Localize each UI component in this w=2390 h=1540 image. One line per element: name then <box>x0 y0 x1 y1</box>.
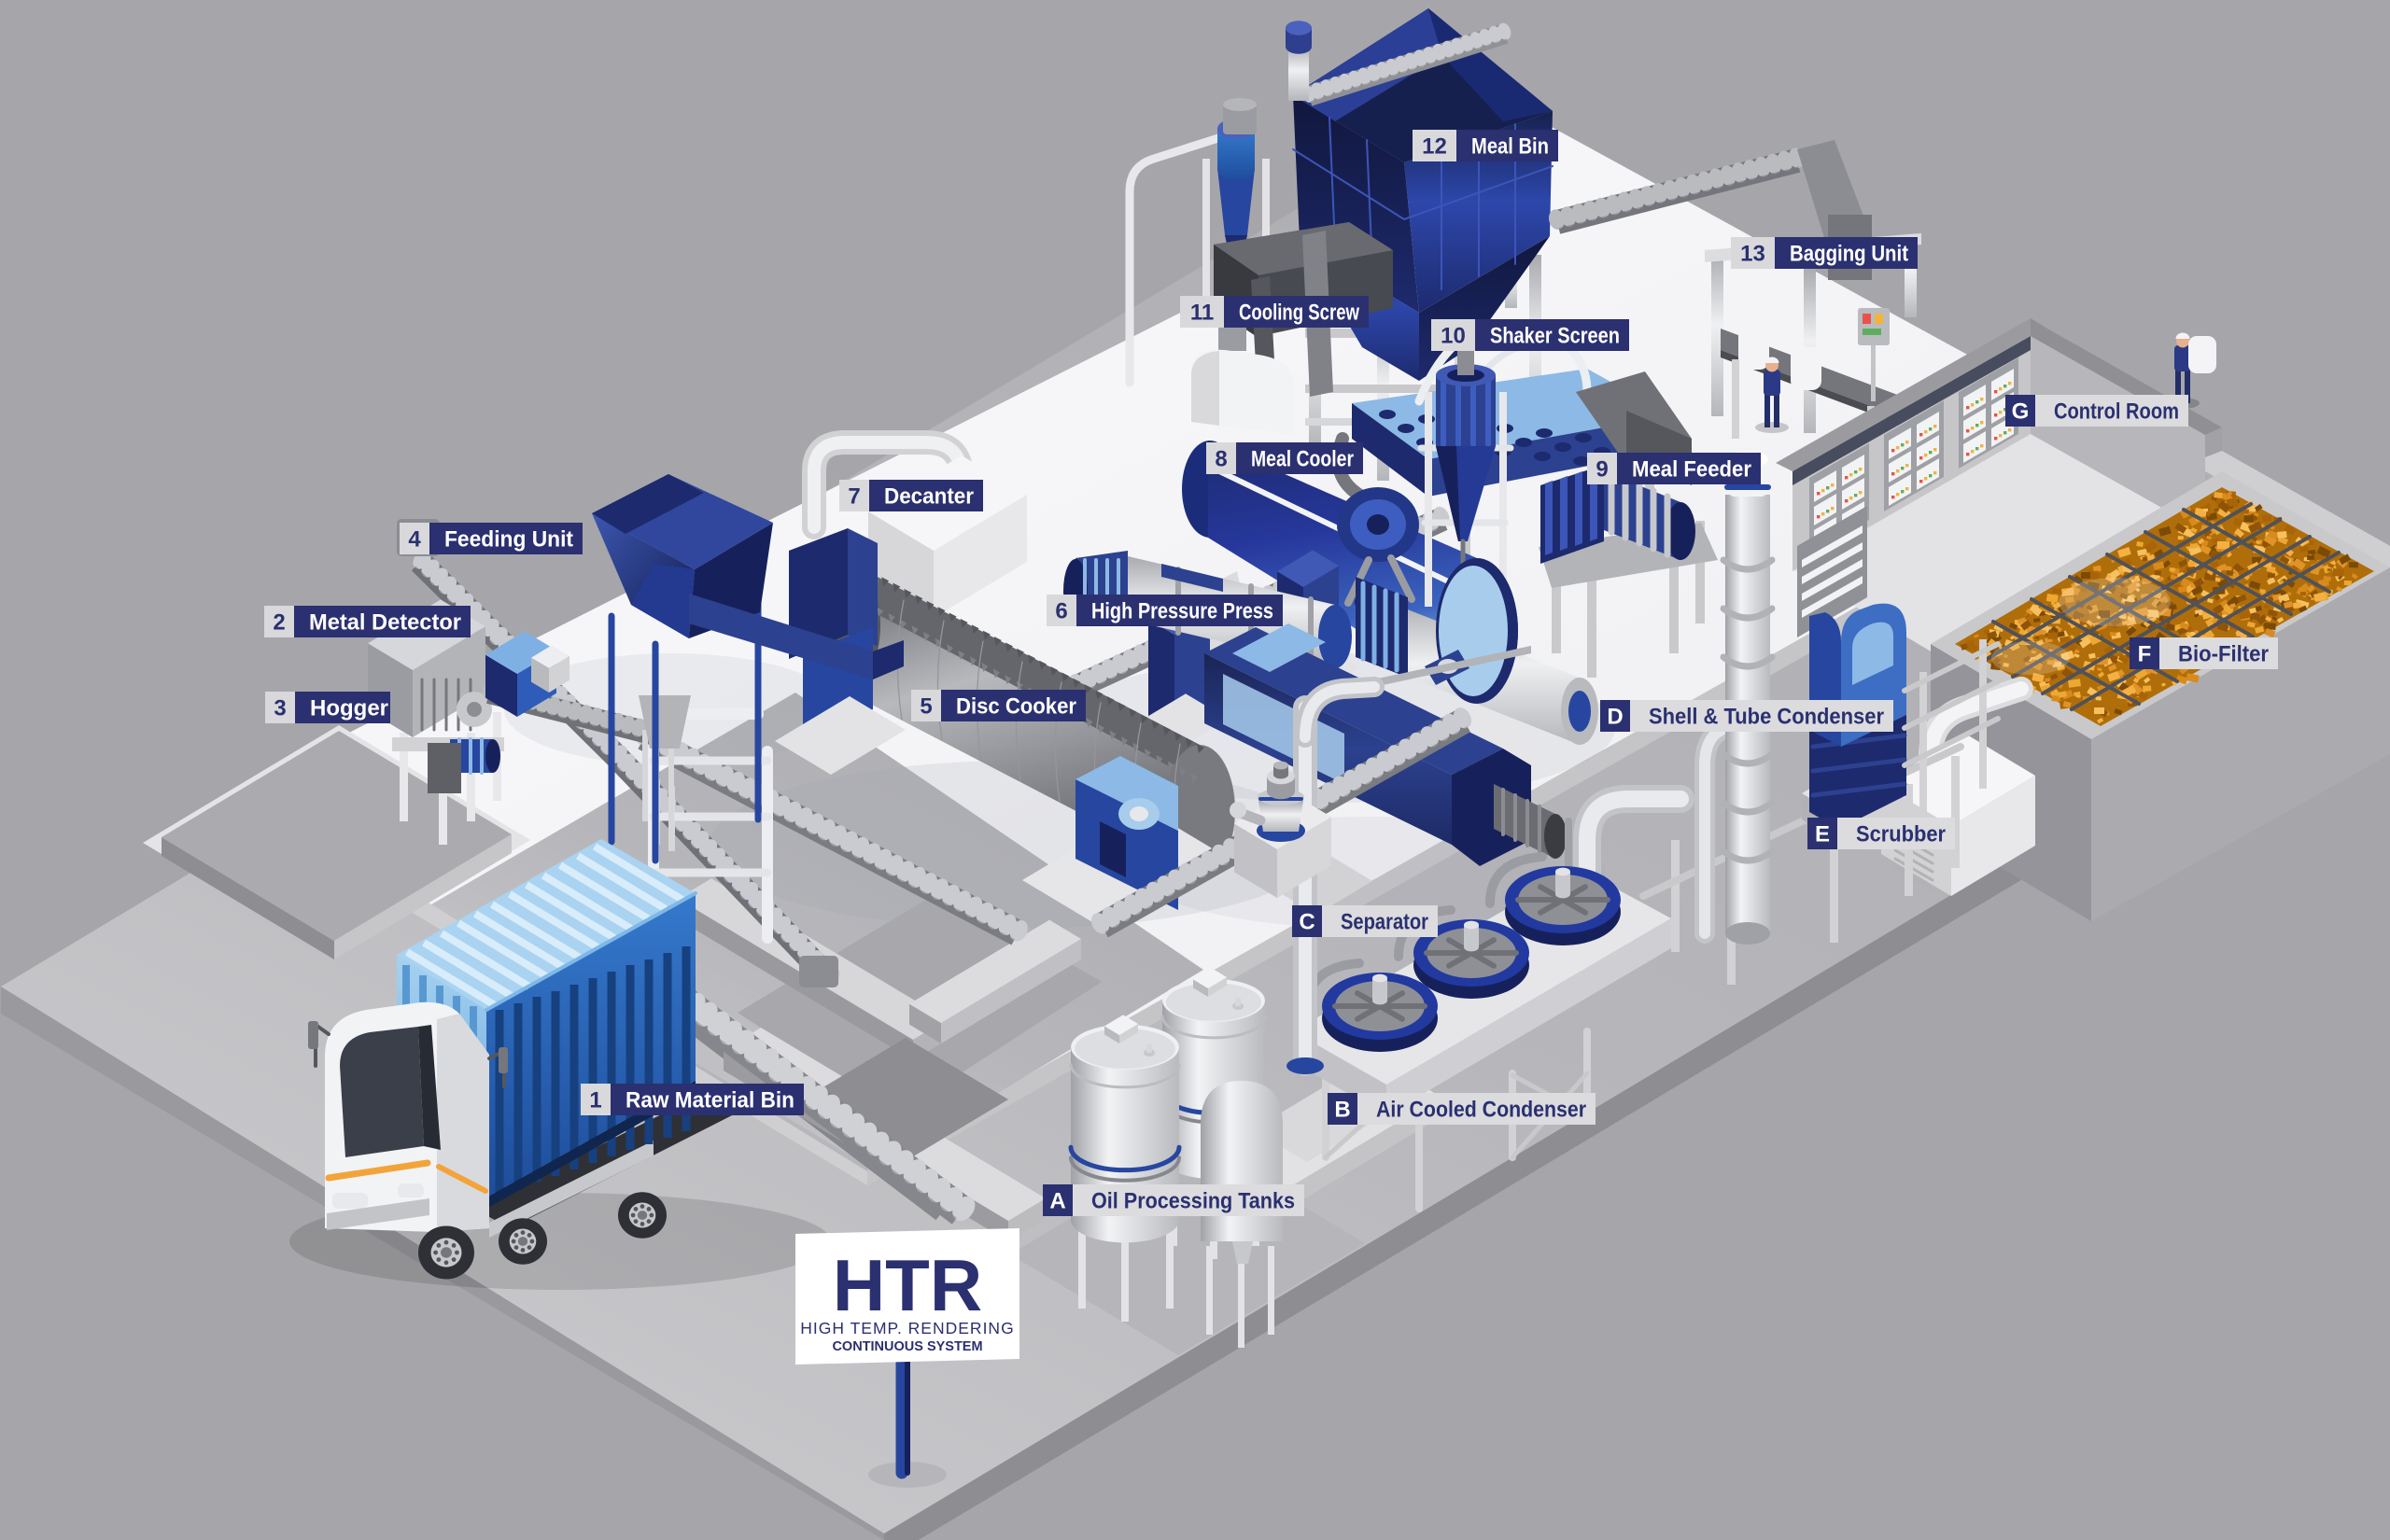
svg-text:Scrubber: Scrubber <box>1856 821 1946 847</box>
svg-text:4: 4 <box>408 526 421 552</box>
svg-text:Separator: Separator <box>1341 909 1428 934</box>
svg-text:Bio-Filter: Bio-Filter <box>2178 641 2269 666</box>
svg-text:E: E <box>1815 821 1830 847</box>
svg-text:Meal Feeder: Meal Feeder <box>1632 456 1751 482</box>
svg-text:Shell & Tube Condenser: Shell & Tube Condenser <box>1649 704 1884 729</box>
svg-text:B: B <box>1334 1097 1350 1122</box>
svg-text:HTR: HTR <box>833 1244 982 1326</box>
svg-text:Oil Processing Tanks: Oil Processing Tanks <box>1091 1188 1295 1213</box>
svg-text:Shaker Screen: Shaker Screen <box>1490 323 1620 348</box>
svg-text:G: G <box>2012 399 2030 424</box>
svg-text:3: 3 <box>274 695 286 721</box>
svg-text:2: 2 <box>273 609 285 635</box>
svg-text:Control Room: Control Room <box>2054 399 2179 424</box>
svg-text:6: 6 <box>1055 598 1067 623</box>
svg-text:C: C <box>1299 909 1314 934</box>
svg-text:D: D <box>1607 704 1623 729</box>
svg-text:HIGH TEMP. RENDERING: HIGH TEMP. RENDERING <box>800 1319 1014 1337</box>
svg-text:10: 10 <box>1441 323 1466 348</box>
svg-text:A: A <box>1049 1188 1065 1213</box>
svg-text:Meal Bin: Meal Bin <box>1471 133 1549 159</box>
svg-text:Hogger: Hogger <box>310 695 388 721</box>
svg-text:9: 9 <box>1596 456 1608 482</box>
svg-text:11: 11 <box>1190 300 1214 325</box>
svg-text:Bagging Unit: Bagging Unit <box>1790 241 1908 266</box>
svg-text:5: 5 <box>920 693 932 719</box>
svg-text:Metal Detector: Metal Detector <box>309 609 461 635</box>
svg-text:12: 12 <box>1422 133 1447 159</box>
svg-text:Decanter: Decanter <box>884 483 974 509</box>
svg-text:Feeding Unit: Feeding Unit <box>444 526 573 552</box>
svg-text:Air Cooled Condenser: Air Cooled Condenser <box>1376 1097 1586 1122</box>
svg-text:1: 1 <box>589 1087 601 1113</box>
svg-text:CONTINUOUS SYSTEM: CONTINUOUS SYSTEM <box>832 1339 982 1354</box>
svg-text:High Pressure Press: High Pressure Press <box>1091 598 1273 623</box>
svg-text:Disc Cooker: Disc Cooker <box>956 693 1076 719</box>
svg-text:Raw Material Bin: Raw Material Bin <box>626 1087 794 1113</box>
svg-text:7: 7 <box>848 483 860 509</box>
svg-text:Meal Cooler: Meal Cooler <box>1251 446 1354 471</box>
svg-text:F: F <box>2138 641 2152 666</box>
svg-text:8: 8 <box>1215 446 1227 471</box>
svg-text:Cooling Screw: Cooling Screw <box>1239 300 1359 325</box>
svg-text:13: 13 <box>1740 241 1765 266</box>
